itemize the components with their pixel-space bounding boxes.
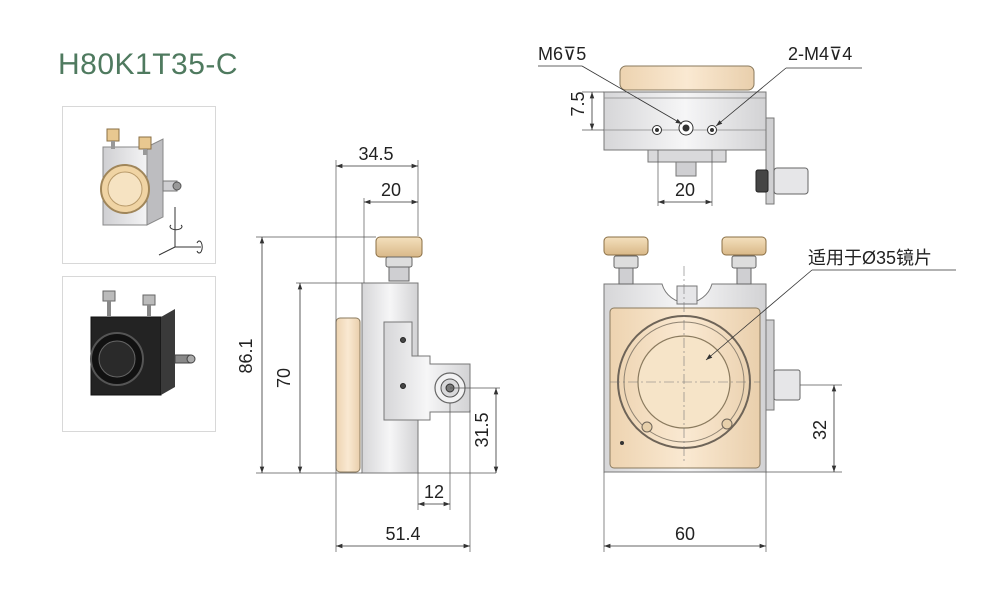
dim-side-width-top: 20 [381, 180, 401, 200]
dim-side-width-total: 34.5 [358, 144, 393, 164]
dim-side-height-total: 86.1 [236, 338, 256, 373]
thumbnail-render[interactable] [62, 106, 216, 264]
dim-top-edge-height: 7.5 [568, 91, 588, 116]
dim-side-knob-offset: 12 [424, 482, 444, 502]
front-knob-right [721, 236, 767, 256]
thread-left-label: M6⊽5 [538, 44, 586, 64]
top-view: M6⊽5 2-M4⊽4 7.5 20 [538, 44, 862, 206]
front-view: 适用于Ø35镜片 32 60 [603, 236, 956, 552]
dim-front-knob-height: 32 [810, 420, 830, 440]
front-knob-left [603, 236, 649, 256]
side-lens-plate [335, 317, 361, 473]
lens-note: 适用于Ø35镜片 [808, 248, 932, 268]
top-lens-plate [619, 65, 755, 91]
dim-side-center-height: 31.5 [472, 412, 492, 447]
dim-side-height-body: 70 [274, 368, 294, 388]
thumbnail-photo[interactable] [62, 276, 216, 432]
thread-right-label: 2-M4⊽4 [788, 44, 852, 64]
dim-side-depth: 51.4 [385, 524, 420, 544]
mount-render-icon [100, 128, 203, 256]
mount-photo-icon [90, 290, 196, 396]
dim-top-knob-width: 20 [675, 180, 695, 200]
side-bracket [383, 321, 471, 421]
side-view: 34.5 20 86.1 70 31.5 12 51.4 [236, 144, 500, 552]
side-top-knob [375, 236, 423, 258]
dim-front-width: 60 [675, 524, 695, 544]
product-title: H80K1T35-C [58, 48, 239, 81]
